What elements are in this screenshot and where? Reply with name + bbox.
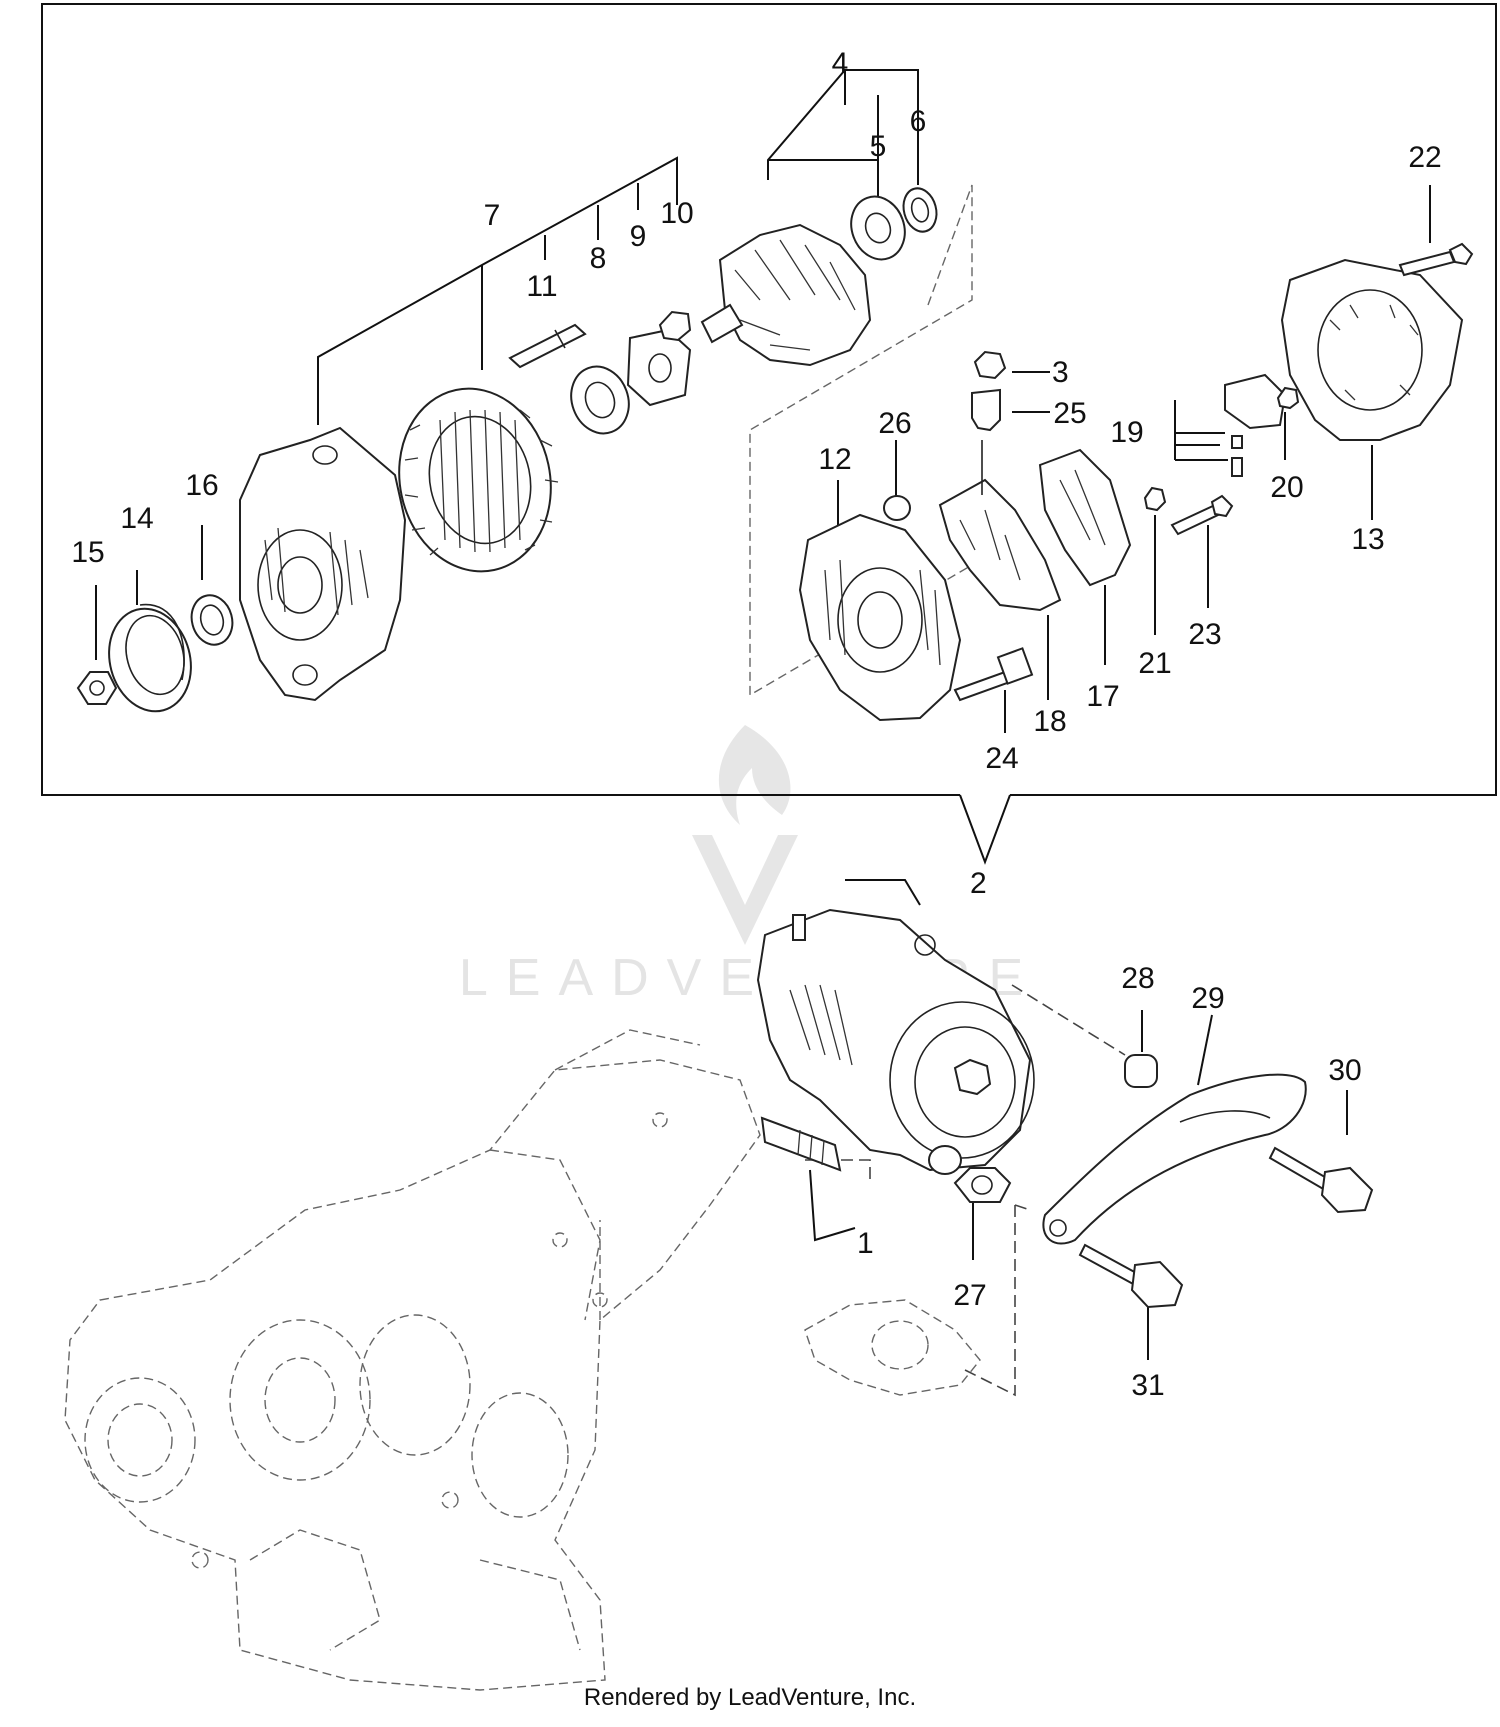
exploded-view-frame: [41, 3, 1497, 865]
part-19-brush-holder: [1224, 373, 1287, 477]
part-water-pump-phantom: [804, 1299, 981, 1396]
callout-4: 4: [832, 47, 849, 80]
callout-2: 2: [970, 867, 987, 900]
callout-1: 1: [857, 1227, 874, 1260]
callout-17: 17: [1086, 680, 1119, 713]
leader-lines: [95, 69, 1431, 1360]
part-16-spacer: [190, 594, 234, 646]
leadventure-logo-icon: [692, 725, 798, 945]
callout-6: 6: [910, 105, 927, 138]
part-12-rear-frame: [798, 513, 962, 722]
part-1-stud: [760, 1116, 842, 1172]
callout-30: 30: [1328, 1054, 1361, 1087]
engine-block-phantom: [64, 1029, 761, 1691]
callout-12: 12: [818, 443, 851, 476]
part-2-alternator: [756, 908, 1035, 1175]
part-24-bolt: [953, 647, 1034, 702]
part-11-stud: [508, 323, 587, 369]
part-27-nut: [953, 1167, 1012, 1203]
part-30-bolt: [1268, 1146, 1374, 1214]
callout-14: 14: [120, 502, 153, 535]
callout-3: 3: [1052, 356, 1069, 389]
callout-7: 7: [484, 199, 501, 232]
callout-16: 16: [185, 469, 218, 502]
callout-22: 22: [1408, 141, 1441, 174]
callout-10: 10: [660, 197, 693, 230]
callout-18: 18: [1033, 705, 1066, 738]
callout-8: 8: [590, 242, 607, 275]
part-6-cover: [902, 187, 938, 233]
callout-20: 20: [1270, 471, 1303, 504]
part-13-rear-cover: [1280, 258, 1464, 441]
part-22-bolt: [1398, 242, 1474, 277]
part-21-screw: [1143, 486, 1167, 512]
callout-labels: 1 2 3 4 5 6 7 8 9 10 11 12 13 14 15 16 1…: [71, 47, 1441, 1402]
callout-31: 31: [1131, 1369, 1164, 1402]
callout-24: 24: [985, 742, 1018, 775]
callout-13: 13: [1351, 523, 1384, 556]
callout-19: 19: [1110, 416, 1143, 449]
part-stator: [398, 387, 559, 573]
part-18-rectifier: [938, 440, 1062, 612]
part-25-bushing: [971, 388, 1001, 432]
callout-11: 11: [526, 270, 557, 303]
part-26-nut: [883, 495, 911, 521]
part-3-nut: [973, 350, 1007, 380]
part-10-screw: [658, 310, 692, 342]
part-29-adjusting-plate: [1042, 1073, 1307, 1245]
footer-credit: Rendered by LeadVenture, Inc.: [583, 1684, 917, 1711]
part-8-bearing: [570, 365, 630, 435]
callout-15: 15: [71, 536, 104, 569]
part-31-bolt: [1078, 1243, 1184, 1309]
callout-28: 28: [1121, 962, 1154, 995]
callout-5: 5: [870, 130, 887, 163]
part-5-bearing: [850, 195, 906, 261]
callout-27: 27: [953, 1279, 986, 1312]
part-17-regulator: [1038, 448, 1132, 587]
callout-21: 21: [1138, 647, 1171, 680]
part-23-bolt: [1170, 494, 1234, 536]
part-15-nut: [76, 671, 118, 705]
callout-26: 26: [878, 407, 911, 440]
part-20-screw: [1276, 386, 1300, 410]
part-4-rotor: [700, 223, 872, 367]
callout-9: 9: [630, 220, 647, 253]
callout-29: 29: [1191, 982, 1224, 1015]
part-14-pulley: [108, 603, 192, 713]
callout-23: 23: [1188, 618, 1221, 651]
part-drive-end-frame: [239, 426, 407, 702]
callout-25: 25: [1053, 397, 1086, 430]
part-28-spacer: [1124, 1054, 1158, 1088]
part-9-plate: [626, 328, 692, 407]
